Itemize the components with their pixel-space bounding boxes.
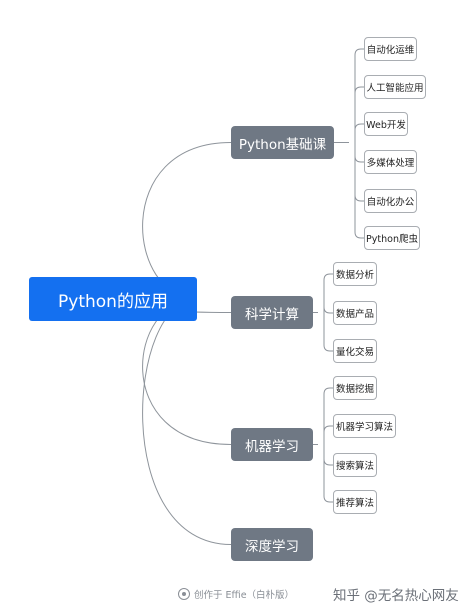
leaf-node[interactable]: 机器学习算法 [333,414,396,438]
leaf-connector [323,458,333,466]
leaf-connector [354,48,364,56]
watermark: 知乎 @无名热心网友 [333,588,459,604]
credit: 创作于 Effie（白朴版） [178,587,294,601]
leaf-node[interactable]: 数据挖掘 [333,376,377,400]
leaf-connector [354,86,364,94]
branch-node-machine-learning[interactable]: 机器学习 [231,428,313,461]
branch-node-deep-learning[interactable]: 深度学习 [231,528,313,561]
root-branch-connector [142,142,232,300]
leaf-node[interactable]: Python爬虫 [364,226,420,250]
credit-text: 创作于 Effie（白朴版） [194,590,295,601]
leaf-node[interactable]: 量化交易 [333,339,377,363]
leaf-node[interactable]: 推荐算法 [333,490,377,514]
leaf-connector [323,495,333,503]
leaf-connector [354,123,364,131]
leaf-node[interactable]: 人工智能应用 [364,75,426,99]
leaf-connector [323,306,333,314]
leaf-connector [354,194,364,202]
leaf-connector [323,273,333,281]
leaf-connector [323,387,333,395]
leaf-node[interactable]: 多媒体处理 [364,150,417,174]
leaf-connector [323,425,333,433]
footer: 创作于 Effie（白朴版） 知乎 @无名热心网友 [0,583,474,609]
leaf-node[interactable]: 搜索算法 [333,453,377,477]
leaf-node[interactable]: 自动化办公 [364,189,417,213]
creator-icon [178,588,190,600]
root-branch-connector [142,298,232,545]
root-node[interactable]: Python的应用 [29,277,197,321]
branch-node-scientific-computing[interactable]: 科学计算 [231,296,313,329]
leaf-node[interactable]: 自动化运维 [364,37,417,61]
leaf-connector [354,155,364,163]
leaf-node[interactable]: Web开发 [364,112,408,136]
leaf-node[interactable]: 数据产品 [333,301,377,325]
branch-node-python-basics[interactable]: Python基础课 [231,126,334,159]
leaf-connector [323,344,333,352]
leaf-node[interactable]: 数据分析 [333,262,377,286]
leaf-connector [354,231,364,239]
